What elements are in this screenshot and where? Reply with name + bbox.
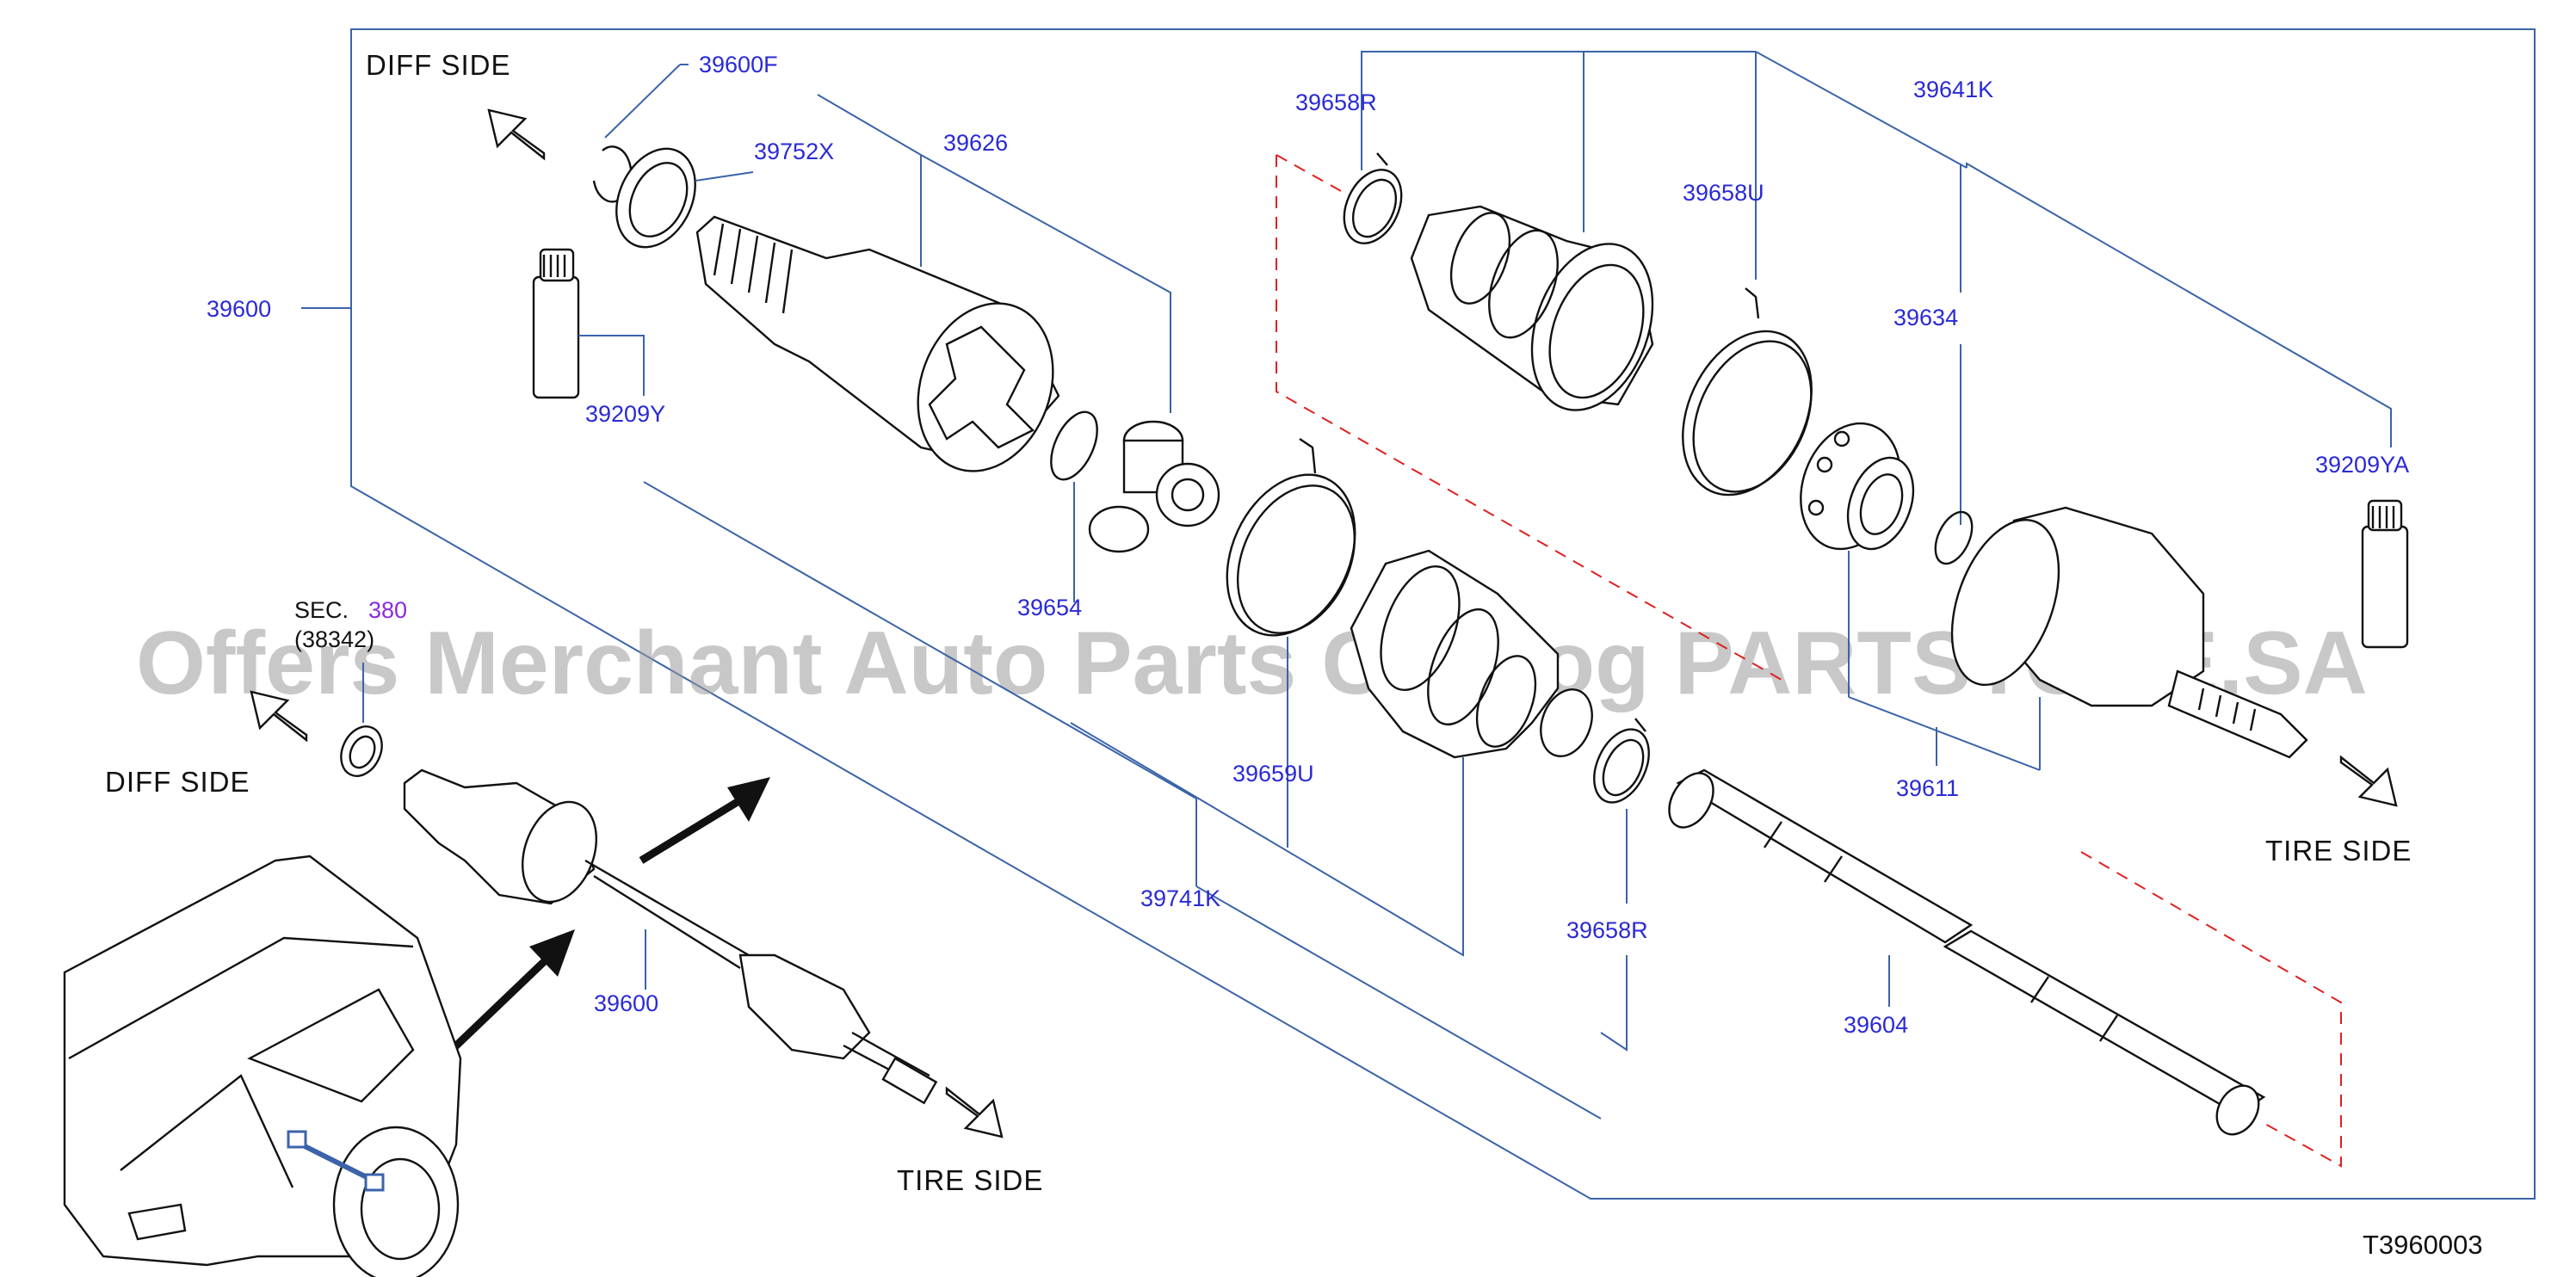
leader-39641K [1755, 51, 2392, 447]
boot-inner-39741K [1350, 549, 1593, 759]
part-label-39658R-top: 39658R [1295, 89, 1377, 115]
outer-joint-39611 [1950, 506, 2308, 759]
part-label-39634: 39634 [1893, 305, 1958, 330]
leader-39600F [604, 64, 681, 139]
tire-side-label-bottom: TIRE SIDE [897, 1164, 1043, 1196]
leader-39658R-top [1361, 51, 1757, 280]
grease-tube-39209YA [2361, 499, 2409, 649]
part-label-39658R-bottom: 39658R [1566, 917, 1648, 943]
part-label-39209YA: 39209YA [2315, 452, 2409, 478]
vehicle-silhouette-icon [63, 854, 462, 1277]
part-label-39741K: 39741K [1140, 885, 1220, 911]
part-label-39654: 39654 [1017, 595, 1082, 620]
guide-line-upper [1276, 154, 1782, 681]
shaft-39604 [1668, 768, 2266, 1136]
section-ref-sub: (38342) [294, 626, 374, 652]
leader-39752X [695, 171, 754, 182]
part-label-39658U: 39658U [1683, 180, 1764, 206]
diff-side-arrow-top-icon [487, 108, 546, 161]
spider-assembly [1088, 420, 1220, 553]
driveshaft-assembly-small [403, 768, 938, 1105]
section-ref-prefix: SEC. [294, 597, 349, 623]
snap-ring-39654 [1050, 410, 1098, 481]
diff-side-arrow-left-icon [250, 690, 308, 743]
grease-tube-39209Y [532, 248, 580, 399]
boot-band-39658R-top [1343, 152, 1403, 244]
figure-code: T3960003 [2363, 1230, 2483, 1260]
diff-side-label-top: DIFF SIDE [366, 49, 511, 81]
assembly-frame [350, 28, 2536, 1200]
leader-39741K-frame [643, 481, 1602, 1120]
leader-39611 [1848, 551, 2041, 771]
boot-band-39658U [1682, 287, 1813, 497]
diff-side-label-left: DIFF SIDE [105, 766, 250, 798]
boot-band-39659U [1226, 438, 1356, 637]
part-label-39209Y: 39209Y [585, 401, 665, 427]
bearing-seal-small [340, 725, 383, 777]
guide-line-lower [2080, 851, 2342, 1168]
part-label-39752X: 39752X [754, 139, 834, 164]
part-label-39641K: 39641K [1913, 77, 1993, 102]
tire-side-arrow-bottom-icon [945, 1086, 1004, 1138]
leader-39741K [1070, 722, 1464, 957]
leader-39626 [817, 94, 1171, 413]
part-label-39600F: 39600F [699, 52, 778, 77]
part-label-39626: 39626 [943, 130, 1008, 156]
oil-seal-39752X [615, 147, 696, 249]
direction-arrow-upper-icon [639, 777, 770, 864]
leader-39658R-bottom [1600, 809, 1628, 1052]
part-label-39611: 39611 [1896, 775, 1959, 801]
outer-boot [1410, 205, 1654, 411]
part-label-39600-top: 39600 [207, 296, 271, 322]
tire-side-arrow-right-icon [2339, 755, 2398, 807]
leader-39209Y [578, 335, 645, 396]
boot-band-39658R-bottom [1593, 718, 1650, 804]
highlighted-shaft-icon [287, 1130, 385, 1192]
cage-ball-assembly [1800, 422, 1915, 551]
tire-side-label-right: TIRE SIDE [2265, 835, 2412, 867]
snap-ring-outer [1934, 510, 1974, 565]
inner-joint-housing-39626 [695, 215, 1060, 472]
section-ref-number: 380 [368, 597, 407, 623]
part-label-39604: 39604 [1844, 1012, 1908, 1038]
part-label-39659U: 39659U [1232, 761, 1314, 787]
part-label-39600-bottom: 39600 [594, 990, 658, 1016]
